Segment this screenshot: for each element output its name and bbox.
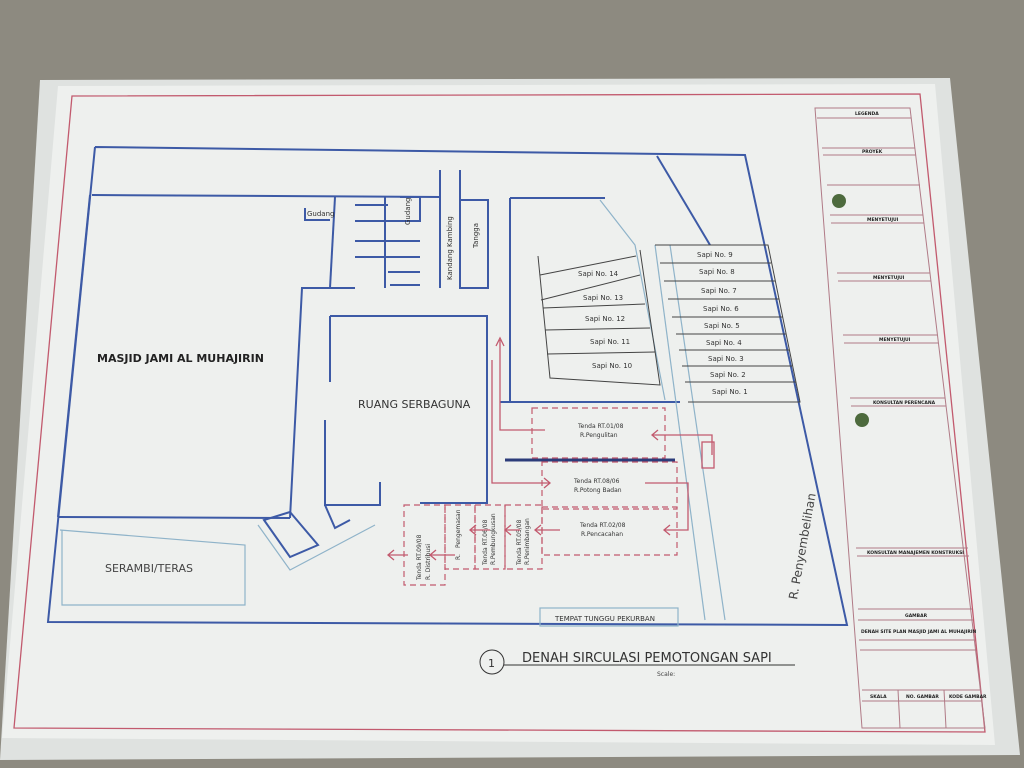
tent-label: R. Distribusi [425,544,432,580]
tb-legenda: LEGENDA [855,111,879,117]
room-label-tunggu: TEMPAT TUNGGU PEKURBAN [554,615,655,623]
tent-label: Tenda RT.02/08 [579,522,626,529]
stall-label: Sapi No. 5 [704,322,740,330]
room-label-masjid: MASJID JAMI AL MUHAJIRIN [97,352,264,365]
tb-menyetujui: MENYETUJUI [879,337,911,343]
tent-label: R.Pengulitan [580,432,618,439]
stall-label: Sapi No. 14 [578,270,619,278]
tent-label: R.Pencacahan [581,531,623,538]
room-label-gudang: Gudang [307,210,334,218]
tent-label: Tenda RT.08/06 [573,478,620,485]
stall-label: Sapi No. 11 [590,338,630,346]
tb-no-gambar: NO. GAMBAR [906,694,939,700]
stall-label: Sapi No. 7 [701,287,737,295]
stall-label: Sapi No. 10 [592,362,632,370]
room-label-kandang: Kandang Kambing [446,216,454,280]
room-label-gudang: Gudang [404,198,412,225]
scale-label: Scale: [657,671,675,678]
tent-label: Tenda RT.01/08 [577,423,624,430]
sheet-border [13,93,986,733]
tb-gambar-value: DENAH SITE PLAN MASJID JAMI AL MUHAJIRIN [861,629,977,635]
stall-label: Sapi No. 4 [706,339,742,347]
tent-label: R. [455,554,462,560]
drawing-number-circle [479,649,505,675]
tb-gambar: GAMBAR [905,613,928,619]
title-block: LEGENDA PROYEK MENYETUJUI MENYETUJUI MEN… [814,107,987,729]
tent-label: R.Penimbangan [524,518,531,565]
tent-label: Tenda RT.09/08 [416,534,423,581]
stall-label: Sapi No. 8 [699,268,735,276]
drawing-title: DENAH SIRCULASI PEMOTONGAN SAPI [522,651,772,666]
tent-label: R.Pembungkusan [490,513,497,565]
tb-menyetujui: MENYETUJUI [873,275,905,281]
stall-label: Sapi No. 13 [583,294,623,302]
stall-label: Sapi No. 3 [708,355,744,363]
stall-label: Sapi No. 6 [703,305,739,313]
circulation-arrows [386,336,715,561]
tents: Tenda RT.01/08 R.Pengulitan Tenda RT.08/… [403,407,678,586]
stall-label: Sapi No. 9 [697,251,733,259]
room-label-serambi: SERAMBI/TERAS [105,562,193,575]
tb-konsultan-mk: KONSULTAN MANAJEMEN KONSTRUKSI [867,550,964,556]
drawing-number: 1 [488,657,495,670]
floor-plan [46,146,849,627]
room-label-serbaguna: RUANG SERBAGUNA [358,398,471,411]
room-label-tangga: Tangga [472,223,480,249]
tb-kode-gambar: KODE GAMBAR [949,694,987,700]
tent-label: Tenda RT.05/08 [516,519,523,566]
tb-menyetujui: MENYETUJUI [867,217,899,223]
tb-konsultan-perencana: KONSULTAN PERENCANA [873,400,936,406]
cattle-stalls [537,244,801,403]
sapi-labels-right: Sapi No. 9 Sapi No. 8 Sapi No. 7 Sapi No… [697,251,748,396]
sapi-labels-left: Sapi No. 14 Sapi No. 13 Sapi No. 12 Sapi… [578,270,632,370]
tent-label: Pengemasan [455,509,462,548]
stall-label: Sapi No. 1 [712,388,748,396]
tb-proyek: PROYEK [862,149,883,155]
tent-label: R.Potong Badan [574,487,622,494]
tent-label: Tenda RT.06/08 [482,519,489,566]
stall-label: Sapi No. 2 [710,371,746,379]
paper-sheet [2,84,995,745]
tb-skala: SKALA [870,694,887,700]
stall-label: Sapi No. 12 [585,315,625,323]
